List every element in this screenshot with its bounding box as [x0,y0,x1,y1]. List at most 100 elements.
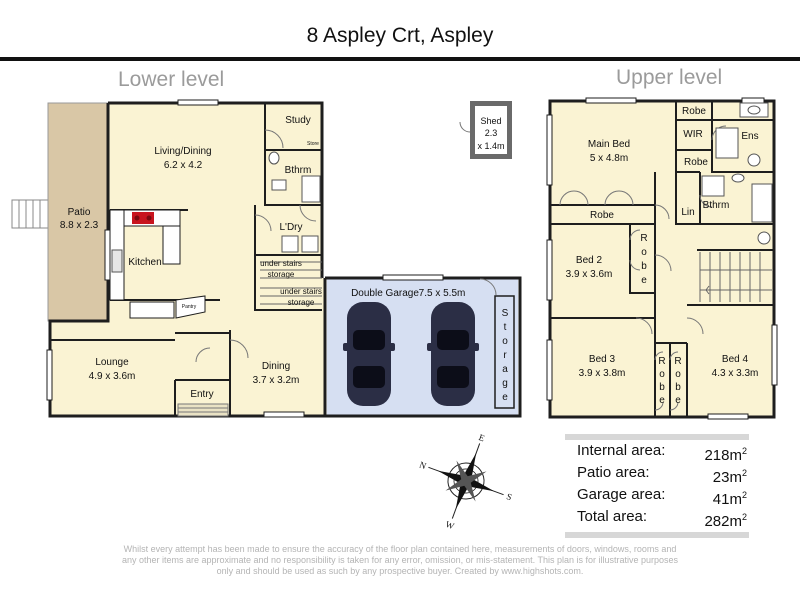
robe-bed2-label: R o b e [640,233,647,286]
robe-letter: R [658,356,665,367]
lower-floor [50,103,325,416]
area-label: Patio area: [577,464,650,481]
area-row: Total area: 282m2 [565,506,749,530]
garage-storage [494,295,515,409]
garage-storage-letter: S [502,308,509,319]
dining-size: 3.7 x 3.2m [253,375,300,386]
upper-interior-walls [550,101,775,417]
main-bed-size: 5 x 4.8m [590,153,628,164]
stairs-b-line1: under stairs [280,287,322,296]
robe-letter: e [641,275,647,286]
disclaimer: Whilst every attempt has been made to en… [121,544,679,576]
robe-b3-label: R o b e [658,356,665,406]
pantry-name: Pantry [182,304,197,310]
area-label: Total area: [577,508,648,525]
bed2-name: Bed 2 [576,255,603,266]
plan-title: 8 Aspley Crt, Aspley [306,24,494,47]
robe-letter: b [675,382,681,393]
garage-storage-letter: r [503,350,507,361]
area-row: Patio area: 23m2 [565,462,749,486]
area-summary: Internal area: 218m2 Patio area: 23m2 Ga… [565,434,749,538]
robe-letter: o [641,247,647,258]
compass-e: E [477,432,486,443]
area-row: Garage area: 41m2 [565,484,749,508]
garage-size: 7.5 x 5.5m [419,288,466,299]
car-left [343,302,395,406]
robe-letter: R [640,233,647,244]
patio [47,102,109,322]
ens-name: Ens [741,131,758,142]
lower-bath-name: Bthrm [285,165,312,176]
lower-bath-fixtures [268,151,321,203]
wir-name: WIR [683,129,702,140]
compass-icon: E S W N [418,432,513,531]
bed4-size: 4.3 x 3.3m [712,368,759,379]
bed4-name: Bed 4 [722,354,749,365]
laundry-fixtures [281,235,319,253]
garage-storage-letter: g [502,378,508,389]
area-value: 23m2 [712,468,747,486]
robe-letter: o [659,369,665,380]
laundry-name: L'Dry [279,222,302,233]
study-name: Study [285,115,311,126]
lower-windows [46,99,444,418]
lounge-name: Lounge [95,357,129,368]
area-value: 218m2 [704,446,747,464]
area-value: 282m2 [704,512,747,530]
robe-top-name: Robe [682,106,706,117]
main-bed-name: Main Bed [588,139,630,150]
lin-name: Lin [681,207,694,218]
dining-name: Dining [262,361,290,372]
area-summary-top-rule [565,434,749,440]
area-summary-bottom-rule [565,532,749,538]
stairs-a-line2: storage [268,270,295,279]
compass-w: W [444,519,456,531]
bed2-size: 3.9 x 3.6m [566,269,613,280]
kitchen-sink [111,249,123,273]
garage-storage-letter: e [502,392,508,403]
lower-level-label: Lower level [118,68,225,91]
car-right [427,302,479,406]
robe-letter: b [659,382,665,393]
upper-level-plan [546,97,778,420]
patio-name: Patio [68,207,91,218]
lounge-size: 4.9 x 3.6m [89,371,136,382]
stairs-b-line2: storage [288,298,315,307]
lower-doors [195,129,497,363]
area-label: Garage area: [577,486,666,503]
compass-n: N [418,459,428,471]
robe-b4-label: R o b e [674,356,681,406]
cooktop [132,212,154,224]
upper-bath-fixtures [701,102,773,245]
compass-s: S [505,491,513,502]
shed-size1: 2.3 [485,128,498,138]
robe-letter: e [675,395,681,406]
garage-storage-label: S t o r a g e [502,308,509,403]
patio-size: 8.8 x 2.3 [60,220,99,231]
robe-letter: R [674,356,681,367]
robe-mid-name: Robe [684,157,708,168]
title-divider [0,57,800,61]
pantry [175,295,206,319]
upper-level-label: Upper level [616,66,723,89]
shed-name: Shed [480,116,501,126]
shed-size2: x 1.4m [477,141,504,151]
store-name: Store [307,141,319,147]
living-name: Living/Dining [154,146,211,157]
area-label: Internal area: [577,442,666,459]
bed3-size: 3.9 x 3.8m [579,368,626,379]
robe-letter: o [675,369,681,380]
bed3-name: Bed 3 [589,354,616,365]
upper-windows [546,97,778,420]
upper-stairs [699,252,772,302]
entry-name: Entry [190,389,213,400]
robe-letter: e [659,395,665,406]
lower-stairs [260,261,322,305]
garage-name: Double Garage [351,288,419,299]
garage-storage-letter: t [504,322,507,333]
upper-robe-doors [559,125,727,411]
entry-steps [177,403,229,417]
area-value: 41m2 [712,490,747,508]
deck-steps [11,199,49,229]
